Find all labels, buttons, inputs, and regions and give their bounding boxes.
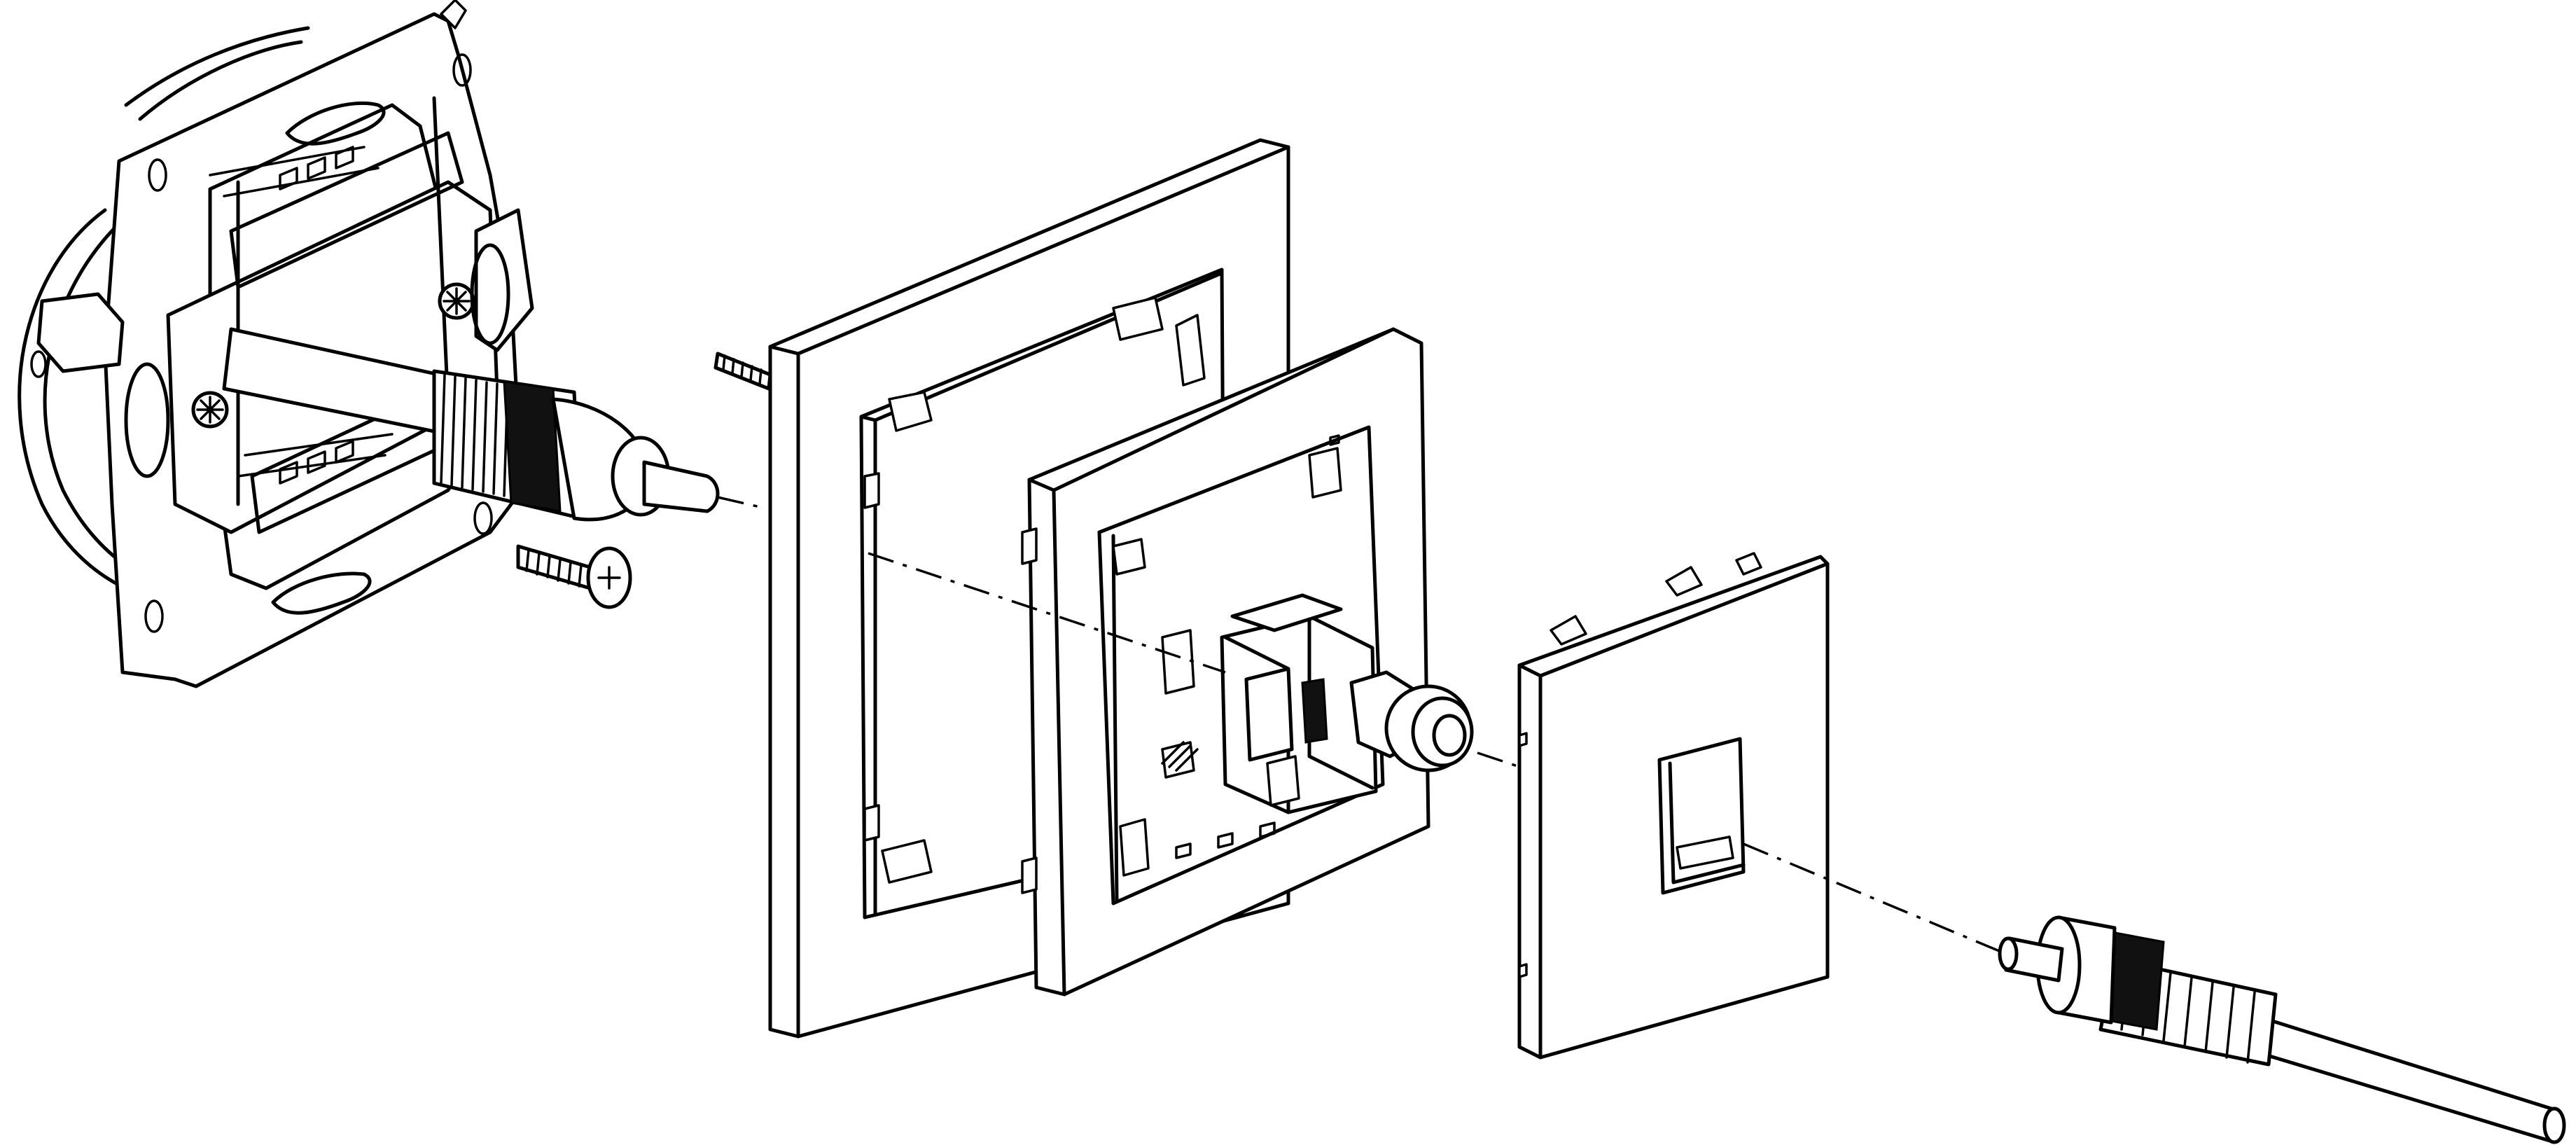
cover-plate <box>1517 552 1830 1060</box>
module-knurl <box>1301 678 1328 744</box>
fixing-screw-2 <box>713 352 772 391</box>
assembly-axis <box>717 496 2003 954</box>
inner-frame-with-rca-module <box>1021 327 1474 997</box>
mounting-mechanism <box>18 0 720 688</box>
rca-plug-cable <box>1998 915 2566 1144</box>
fixing-screw-1 <box>516 544 632 609</box>
